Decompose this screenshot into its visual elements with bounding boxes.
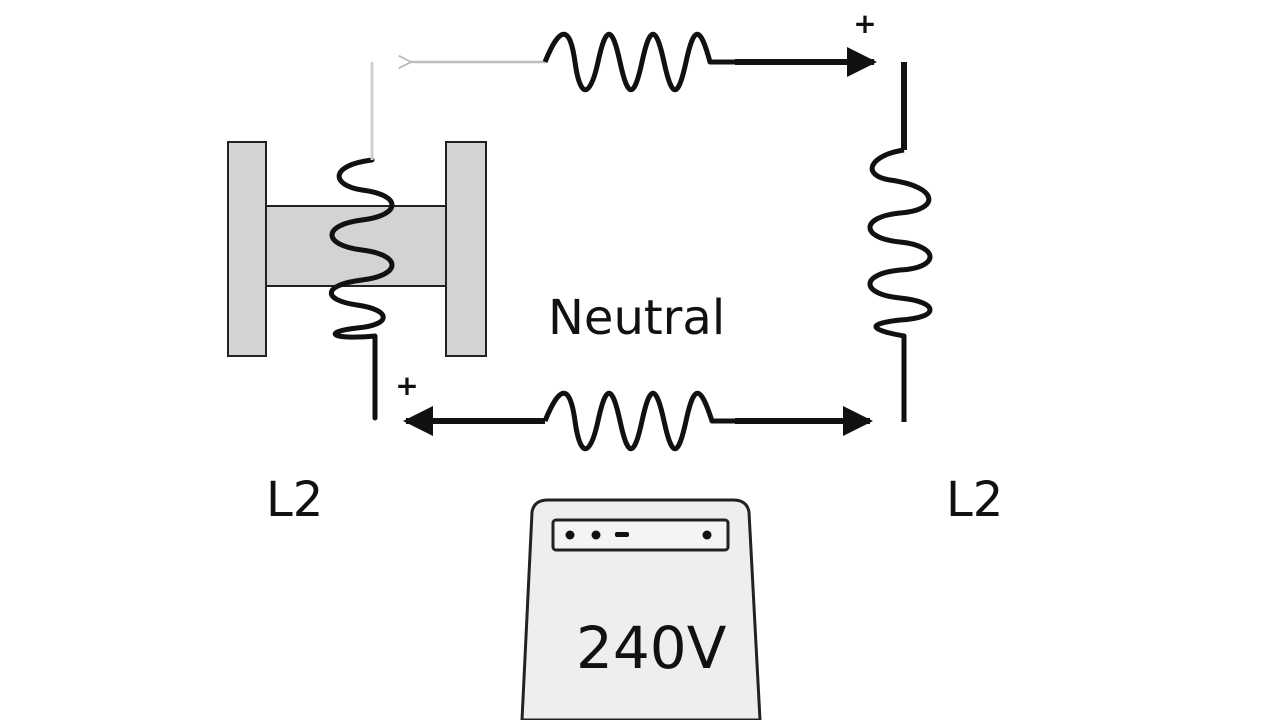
transformer-coil-icon <box>328 157 395 421</box>
right-coil-icon <box>867 147 933 422</box>
plus-top: + <box>853 7 876 40</box>
l2-right-label: L2 <box>946 472 1004 528</box>
plus-bottom: + <box>395 369 418 402</box>
electric-meter-icon <box>520 498 762 720</box>
top-coil-icon <box>542 31 735 93</box>
meter-voltage-label: 240V <box>576 614 727 682</box>
neutral-label: Neutral <box>548 290 726 346</box>
l2-left-label: L2 <box>266 472 324 528</box>
bottom-coil-icon <box>542 390 735 452</box>
